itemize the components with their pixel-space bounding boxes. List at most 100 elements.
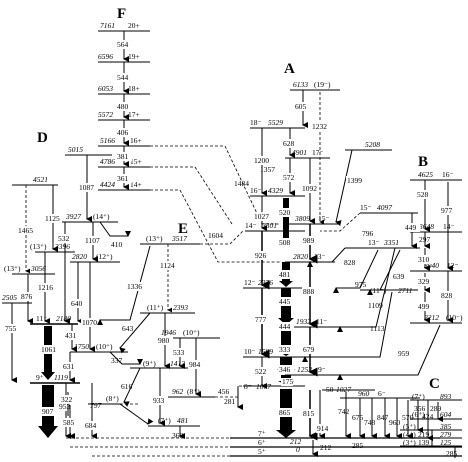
gamma-energy: 1216: [38, 283, 53, 292]
gamma-energy: 431: [65, 331, 77, 340]
level-energy: 1932: [296, 317, 311, 326]
gamma-energy: 1232: [312, 122, 327, 131]
gamma-arrow: [302, 291, 393, 362]
gamma-energy: 742: [338, 407, 350, 416]
gamma-energy: 1125: [45, 214, 60, 223]
band-F: 7161 20+ 6596 19+ 6053 18+ 5572 17+ 5166…: [98, 21, 150, 191]
level-energy: 962: [172, 387, 184, 396]
level-energy: 893: [440, 392, 452, 401]
level-spin: 15⁻: [360, 203, 372, 212]
level-energy: 5208: [365, 140, 380, 149]
level-energy: 3927: [65, 212, 81, 221]
gamma-energy: 1087: [79, 183, 94, 192]
level-energy: 3648: [418, 222, 434, 231]
gamma-arrow: [337, 247, 396, 332]
level-spin: 11⁻: [316, 317, 327, 326]
level-energy: 4521: [33, 175, 48, 184]
gamma-arrow: [99, 221, 131, 237]
gamma-energy: 1070: [82, 318, 97, 327]
level-spin: 6⁺: [258, 438, 266, 447]
gamma-energy: 281: [224, 397, 236, 406]
gamma-energy: 1109: [368, 301, 383, 310]
gamma-energy: 522: [255, 367, 267, 376]
gamma-arrow: [97, 245, 151, 325]
gamma-energy: 406: [117, 128, 129, 137]
level-energy: 4625: [418, 170, 433, 179]
band-B: 4625 16⁻ 15⁻ 4097 3648 14⁻ 13⁻ 3351 3040…: [302, 170, 463, 380]
gamma-energy: 508: [279, 238, 291, 247]
band-label-F: F: [117, 6, 126, 22]
gamma-energy: 777: [255, 315, 267, 324]
level-energy: 4097: [377, 203, 392, 212]
gamma-arrow: [320, 212, 361, 232]
level-energy: 3351: [383, 238, 399, 247]
gamma-energy: 675: [352, 413, 364, 422]
level-energy: 797: [90, 401, 102, 410]
level-spin: 9⁻: [318, 365, 326, 374]
gamma-arrow: [367, 249, 401, 295]
gamma-energy: 1465: [18, 226, 33, 235]
gamma-energy: 381: [117, 152, 129, 161]
level-spin: 18⁻: [250, 118, 262, 127]
level-spin: 17+: [128, 110, 140, 119]
level-spin: 18+: [128, 84, 140, 93]
level-energy: 3056: [30, 264, 46, 273]
level-energy: 6053: [98, 84, 113, 93]
band-A: 6133 (19⁻) 18⁻ 5529 4901 17⁻ 16⁻ 4329 38…: [243, 80, 392, 441]
gamma-arrow: [307, 247, 346, 267]
level-energy: 3517: [171, 234, 187, 243]
gamma-energy: 1484: [234, 179, 249, 188]
level-energy: 2212: [424, 313, 439, 322]
gamma-energy: 828: [441, 291, 453, 300]
gamma-energy: 989: [303, 236, 315, 245]
gamma-energy: 564: [117, 40, 129, 49]
level-spin: 13⁻: [368, 238, 380, 247]
gamma-energy: 1336: [127, 282, 142, 291]
level-energy: 212: [290, 437, 302, 446]
level-energy: 2505: [2, 293, 17, 302]
gamma-energy: 959: [398, 349, 410, 358]
gamma-energy: 480: [117, 102, 129, 111]
level-spin: 9⁺: [36, 373, 44, 382]
level-spin: 16⁻: [250, 186, 262, 195]
gamma-energy: 847: [377, 413, 389, 422]
gamma-energy: 361: [117, 174, 129, 183]
gamma-energy: 815: [303, 409, 315, 418]
level-energy: 1599: [258, 347, 273, 356]
gamma-energy: 748: [364, 418, 376, 427]
gamma-energy: 755: [5, 324, 17, 333]
level-energy: 0: [296, 445, 300, 454]
level-energy: 3809: [294, 214, 310, 223]
gamma-energy: 329: [418, 277, 430, 286]
gamma-energy: 310: [418, 255, 430, 264]
gamma-energy: 139: [418, 438, 430, 447]
level-spin: (8⁺): [187, 387, 200, 396]
gamma-energy: 449: [405, 223, 417, 232]
level-spin: 5⁺: [258, 447, 266, 456]
gamma-energy: 679: [303, 345, 315, 354]
gamma-energy: 533: [173, 348, 185, 357]
gamma-energy: 445: [279, 297, 291, 306]
level-spin: 14+: [130, 180, 142, 189]
band-label-E: E: [178, 221, 188, 237]
level-energy: 4786: [100, 157, 115, 166]
level-spin: (8⁺): [106, 394, 119, 403]
level-spin: (13⁺): [30, 242, 47, 251]
level-energy: 7161: [100, 21, 115, 30]
band-C: 50 1027 960 6⁻ (7⁺) 893 (6⁺) 604 (5⁺) 38…: [322, 385, 462, 458]
level-energy: 3396: [54, 242, 70, 251]
gamma-energy: 643: [122, 324, 134, 333]
level-energy: 1077: [256, 382, 271, 391]
gamma-energy: 333: [279, 345, 291, 354]
gamma-arrow: [119, 403, 154, 425]
gamma-energy: 828: [344, 258, 356, 267]
level-spin: (13⁺): [146, 234, 163, 243]
level-spin: 50: [326, 385, 334, 394]
level-energy: 2180: [56, 314, 71, 323]
level-energy: 960: [358, 389, 370, 398]
band-label-B: B: [418, 154, 428, 170]
gamma-energy: 984: [189, 360, 201, 369]
ground-levels: 7⁺ 212 6⁺ 0 5⁺ 212 285: [66, 429, 462, 457]
gamma-energy: 410: [111, 240, 123, 249]
level-spin: 7⁺: [258, 429, 266, 438]
